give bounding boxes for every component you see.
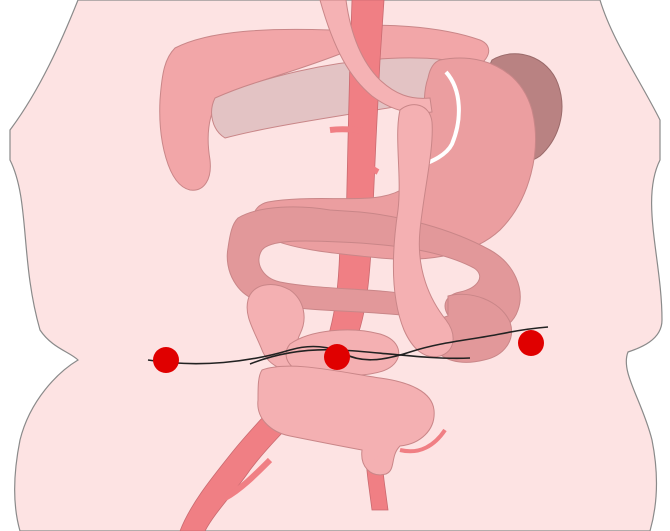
marker-left [153, 347, 179, 373]
marker-center [324, 344, 350, 370]
marker-right [518, 330, 544, 356]
